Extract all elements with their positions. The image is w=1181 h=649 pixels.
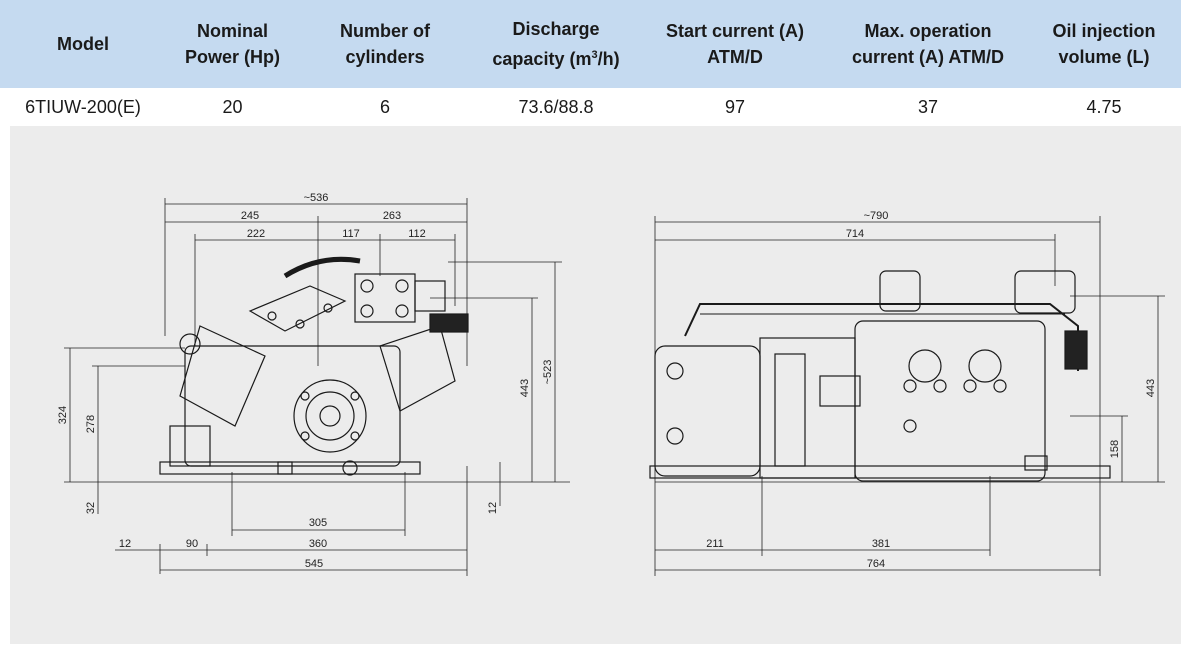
- header-start-current: Start current (A)ATM/D: [641, 0, 829, 88]
- cell-discharge: 73.6/88.8: [471, 88, 641, 126]
- cell-model: 6TIUW-200(E): [0, 88, 166, 126]
- dim-side-211: 211: [706, 538, 724, 550]
- dim-front-12-right: 12: [487, 502, 499, 514]
- dim-front-overall-width: ~536: [304, 192, 329, 204]
- dim-front-222: 222: [247, 228, 265, 240]
- dim-side-381: 381: [872, 538, 890, 550]
- dim-front-112: 112: [408, 228, 426, 240]
- dim-front-305: 305: [309, 517, 327, 529]
- dim-front-90: 90: [186, 538, 198, 550]
- dim-side-443: 443: [1145, 379, 1157, 397]
- dim-front-324: 324: [57, 406, 69, 424]
- table-row: 6TIUW-200(E) 20 6 73.6/88.8 97 37 4.75: [0, 88, 1181, 126]
- dim-front-32: 32: [85, 502, 97, 514]
- dim-front-12-left: 12: [119, 538, 131, 550]
- dim-front-443: 443: [519, 379, 531, 397]
- technical-drawing-panel: ~536 245 263 222 117 112 ~523 443 324 27…: [10, 126, 1181, 644]
- dim-front-117: 117: [342, 228, 360, 240]
- cell-start-current: 97: [641, 88, 829, 126]
- dim-front-245: 245: [241, 210, 259, 222]
- dim-front-523: ~523: [542, 360, 554, 385]
- cell-oil: 4.75: [1027, 88, 1181, 126]
- side-view-drawing: [649, 216, 1165, 576]
- cell-power: 20: [166, 88, 299, 126]
- header-model: Model: [0, 0, 166, 88]
- front-view-drawing: [64, 198, 570, 576]
- dim-side-158: 158: [1109, 440, 1121, 458]
- cell-cylinders: 6: [299, 88, 471, 126]
- dim-front-263: 263: [383, 210, 401, 222]
- dim-front-278: 278: [85, 415, 97, 433]
- cell-max-current: 37: [829, 88, 1027, 126]
- dim-front-545: 545: [305, 558, 323, 570]
- dim-side-overall-length: ~790: [864, 210, 889, 222]
- technical-drawing: ~536 245 263 222 117 112 ~523 443 324 27…: [57, 192, 1165, 576]
- dim-side-764: 764: [867, 558, 885, 570]
- dim-side-714: 714: [846, 228, 864, 240]
- dim-front-360: 360: [309, 538, 327, 550]
